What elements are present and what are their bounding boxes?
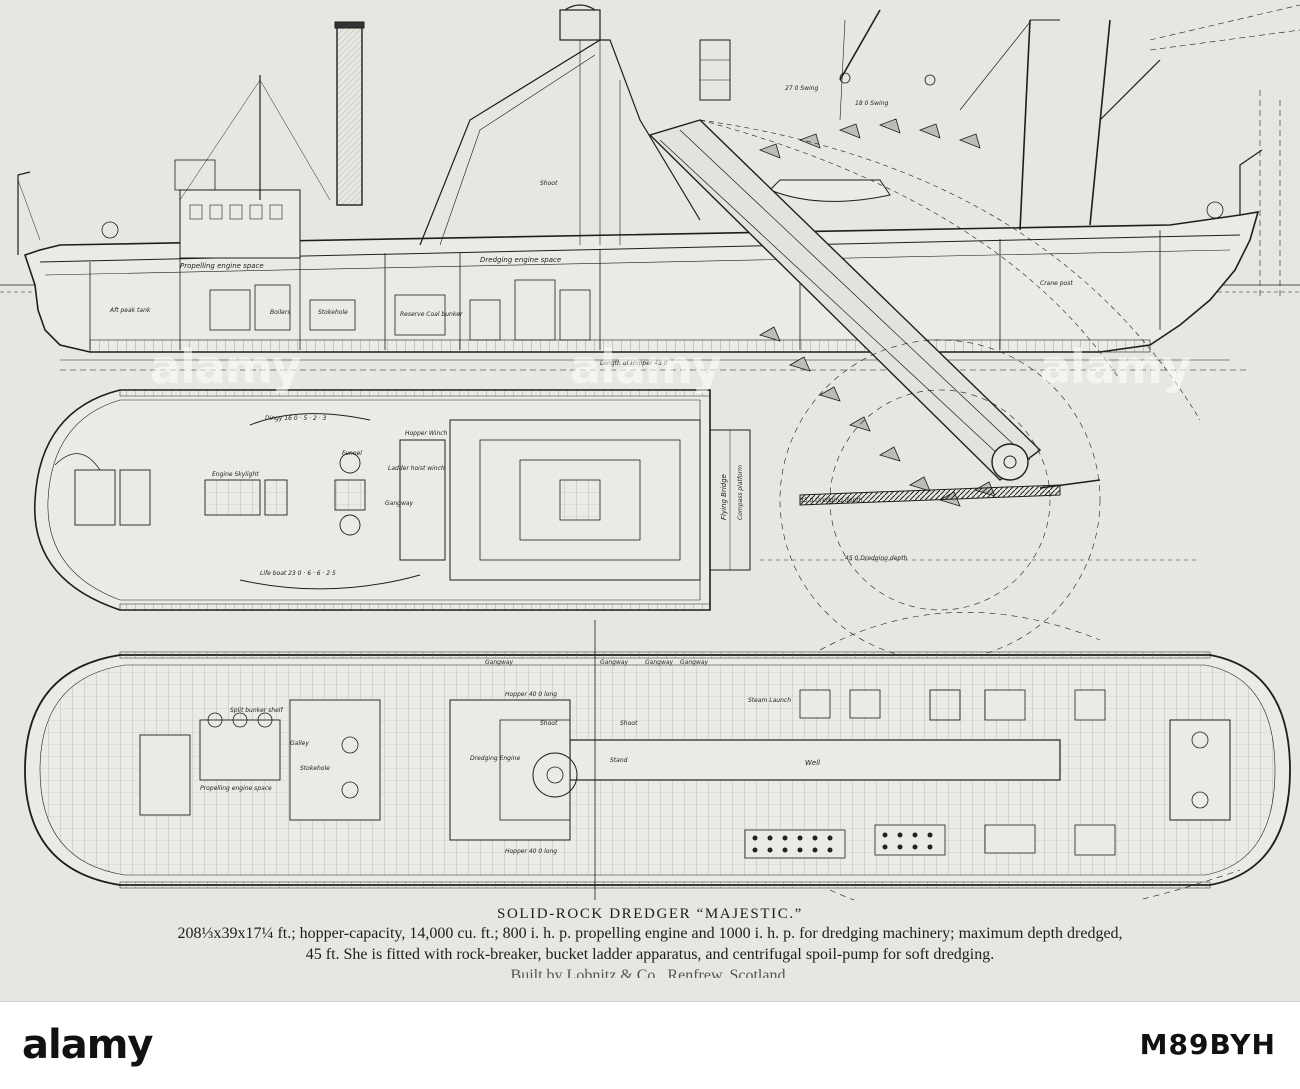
watermark-3: alamy [1040,340,1192,394]
dredger-plate: Propelling engine space Dredging engine … [0,4,1300,900]
label-dingy: Dingy 16 0 · 5 · 2 · 3 [265,415,327,422]
label-gangway-d: Gangway [680,659,709,666]
stock-footer: alamy M89BYH [0,1001,1300,1089]
label-swing-18: 18 0 Swing [855,100,888,107]
label-well: Well [805,759,820,767]
label-steam-launch: Steam Launch [748,697,791,704]
label-dredging-engine-space: Dredging engine space [480,256,561,264]
label-galley: Galley [290,740,309,747]
caption-line-3: Built by Lobnitz & Co., Renfrew, Scotlan… [510,967,790,978]
main-deck-plan [24,612,1291,900]
label-stokehole: Stokehole [318,309,348,316]
label-flying-bridge: Flying Bridge [720,474,728,520]
label-hopper-40-top: Hopper 40 0 long [505,691,557,698]
image-id: M89BYH [1139,1028,1276,1061]
drawing-labels: Propelling engine space Dredging engine … [109,85,1073,855]
label-dredging-engine: Dredging Engine [470,755,520,762]
label-propelling-engine-space: Propelling engine space [180,262,264,270]
label-life-boat: Life boat 23 0 · 6 · 6 · 2 5 [260,570,336,577]
caption: SOLID-ROCK DREDGER “MAJESTIC.” 208⅓x39x1… [0,902,1300,978]
label-gangway: Gangway [385,500,414,507]
label-split-bunker: Split bunker shelf [230,707,283,714]
label-boilers: Boilers [270,309,290,316]
upper-deck-plan [33,339,1200,661]
caption-title: SOLID-ROCK DREDGER “MAJESTIC.” [497,906,803,922]
watermark-2: alamy [570,340,722,394]
label-dredging-depth-45: 45 0 Dredging depth [845,555,908,562]
label-stokehole-plan: Stokehole [300,765,330,772]
label-gangway-b: Gangway [600,659,629,666]
label-swing-27: 27 0 Swing [785,85,818,92]
label-coal-bunker: Reserve Coal bunker [400,311,463,318]
label-compass-platform: Compass platform [737,465,744,520]
dredger-drawing: Propelling engine space Dredging engine … [0,4,1300,900]
label-length-hopper: Length of Hopper 48 0 [600,360,668,367]
label-gangway-a: Gangway [485,659,514,666]
label-propelling-engine-space-plan: Propelling engine space [200,785,272,792]
label-funnel: Funnel [342,450,362,457]
label-gangway-c: Gangway [645,659,674,666]
alamy-logo: alamy [22,1022,153,1068]
label-dredging-depth-35: 35 0 Dredging depth [800,497,863,504]
label-shoot-plan-1: Shoot [540,720,558,727]
label-engine-skylight: Engine Skylight [212,471,259,478]
label-hopper-winch: Hopper Winch [405,430,448,437]
watermark-1: alamy [150,340,302,394]
label-stand: Stand [610,757,628,764]
caption-line-2: 45 ft. She is fitted with rock-breaker, … [305,946,995,963]
label-hopper-40-bottom: Hopper 40 0 long [505,848,557,855]
label-shoot-plan-2: Shoot [620,720,638,727]
label-ladder-hoist-winch: Ladder hoist winch [388,465,445,472]
label-crane-post: Crane post [1040,280,1073,287]
caption-line-1: 208⅓x39x17¼ ft.; hopper-capacity, 14,000… [177,925,1123,942]
label-shoot: Shoot [540,180,558,187]
label-aft-peak: Aft peak tank [109,307,151,314]
